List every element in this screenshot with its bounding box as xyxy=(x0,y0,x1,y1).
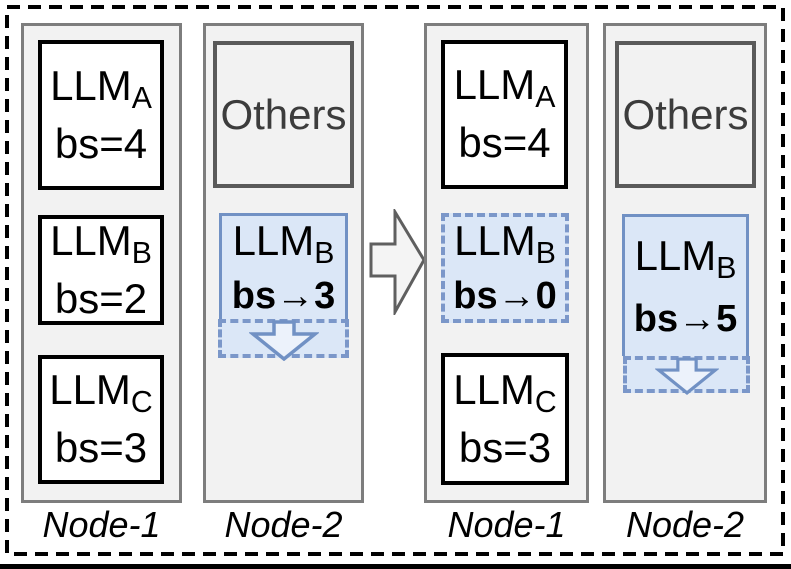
llm-c-box: LLMC bs=3 xyxy=(441,353,569,485)
scale-down-arrow-icon xyxy=(654,357,719,395)
node-label: Node-2 xyxy=(625,504,745,545)
llm-batch-size: bs=4 xyxy=(54,119,148,167)
transition-arrow-icon xyxy=(369,206,427,320)
llm-b-scaled-up-box: LLMB bs→5 xyxy=(622,214,749,356)
llm-a-box: LLMA bs=4 xyxy=(441,40,568,189)
node2-panel-before: Others LLMB bs→3 xyxy=(203,23,364,503)
page-divider-line xyxy=(0,564,791,569)
llm-c-box: LLMC bs=3 xyxy=(38,355,164,484)
llm-b-scaling-box: LLMB bs→3 xyxy=(219,213,348,319)
batch-size-change: bs→0 xyxy=(453,275,557,318)
llm-name: LLMA xyxy=(50,61,152,115)
scale-down-extension xyxy=(623,356,750,395)
llm-batch-size: bs=4 xyxy=(458,119,551,167)
llm-name: LLMA xyxy=(453,61,556,115)
node1-panel-before: LLMA bs=4 LLMB bs=2 LLMC bs=3 xyxy=(21,23,182,503)
llm-batch-size: bs=3 xyxy=(54,424,148,472)
llm-name: LLMB xyxy=(634,231,737,285)
node-label: Node-2 xyxy=(224,504,343,545)
llm-name: LLMB xyxy=(454,217,556,270)
node2-panel-after: Others LLMB bs→5 xyxy=(603,23,767,503)
llm-a-box: LLMA bs=4 xyxy=(38,40,164,190)
node1-panel-after: LLMA bs=4 LLMB bs→0 LLMC bs=3 xyxy=(424,23,589,503)
llm-name: LLMB xyxy=(50,216,152,270)
llm-b-scaled-down-box: LLMB bs→0 xyxy=(441,213,569,323)
others-label: Others xyxy=(220,90,347,138)
scale-down-arrow-icon xyxy=(248,320,319,361)
llm-b-box: LLMB bs=2 xyxy=(38,215,164,325)
llm-name: LLMC xyxy=(49,366,153,420)
llm-name: LLMB xyxy=(232,216,335,270)
batch-size-change: bs→3 xyxy=(231,274,336,317)
others-label: Others xyxy=(622,90,749,138)
batch-size-change: bs→5 xyxy=(633,297,738,340)
llm-name: LLMC xyxy=(453,365,557,419)
node-label: Node-1 xyxy=(42,504,161,545)
scale-down-extension xyxy=(218,319,349,361)
others-box: Others xyxy=(615,41,756,188)
others-box: Others xyxy=(213,41,354,188)
llm-batch-size: bs=2 xyxy=(54,274,148,322)
node-label: Node-1 xyxy=(447,504,566,545)
llm-batch-size: bs=3 xyxy=(458,423,552,471)
